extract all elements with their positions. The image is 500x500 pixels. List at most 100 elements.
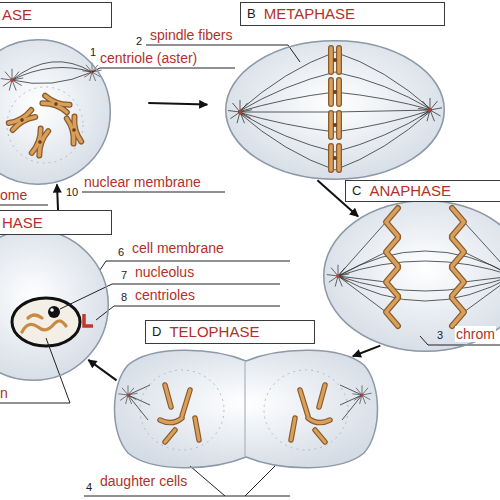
cell-fills — [0, 39, 500, 468]
cell-fill — [323, 200, 500, 352]
stage-name: HASE — [2, 214, 43, 231]
cell-membrane — [0, 230, 108, 381]
label-slot: 2 — [136, 35, 142, 48]
label-slot: 6 — [118, 246, 124, 259]
cell-membrane — [226, 41, 445, 180]
part-label: chrom — [455, 326, 496, 342]
stage-cell: HASE — [0, 229, 109, 381]
leader-line — [84, 466, 290, 496]
nucleus-remnant — [7, 87, 83, 163]
aster — [118, 385, 137, 404]
part-label: nuclear membrane — [84, 174, 201, 190]
chromosome-outline — [331, 48, 339, 170]
chromatin — [22, 315, 66, 332]
callout-number: 1 — [90, 46, 96, 59]
aster — [1, 69, 23, 91]
leader-line — [0, 205, 48, 206]
stage-name: ANAPHASE — [369, 182, 451, 199]
part-label: spindle fibers — [150, 27, 233, 43]
part-label: centriole (aster) — [100, 50, 197, 66]
spindle-fibers — [12, 62, 92, 84]
stage-name: METAPHASE — [264, 5, 355, 22]
centromere — [333, 123, 337, 127]
leader-lines — [0, 45, 500, 496]
cell-membrane-outline — [0, 229, 109, 381]
stage-label-box: D TELOPHASE — [145, 320, 315, 344]
cell-fill — [115, 350, 378, 468]
label-slot: centriole (aster) — [100, 50, 197, 66]
callout-number: 4 — [86, 481, 92, 494]
centromere — [333, 156, 337, 160]
cell-fill — [0, 229, 109, 381]
cell-membrane — [324, 201, 500, 352]
stage-cell: ASE — [0, 39, 111, 185]
part-label: centrioles — [135, 287, 195, 303]
callout-number: 2 — [136, 35, 142, 48]
cell-membrane — [115, 350, 378, 468]
part-label: cell membrane — [132, 240, 224, 256]
label-slot: chrom — [455, 326, 496, 342]
chromosome — [67, 116, 81, 143]
label-slot: nuclear membrane — [84, 174, 201, 190]
aster — [327, 265, 349, 287]
stage-label-box: CANAPHASE — [345, 180, 500, 202]
nucleolus — [48, 306, 60, 318]
callout-number: 8 — [121, 291, 127, 304]
leader-line — [96, 306, 280, 320]
cell-fill — [225, 40, 445, 180]
chromosome — [160, 385, 330, 442]
chromosome — [32, 128, 48, 155]
aster — [228, 100, 252, 123]
label-slot: nucleolus — [135, 264, 194, 280]
part-label: ome — [0, 187, 27, 203]
leader-line — [100, 261, 290, 270]
stage-label-box: B METAPHASE — [240, 2, 445, 26]
stage-arrow — [88, 360, 116, 380]
part-label: daughter cells — [100, 473, 187, 489]
label-slot: 3 — [437, 329, 443, 342]
centrioles — [84, 314, 93, 326]
stage-letter: B — [247, 7, 256, 22]
spindle-fibers — [238, 52, 432, 170]
nucleolus-highlight — [50, 308, 54, 312]
chromosome — [331, 48, 339, 170]
centromere — [333, 90, 337, 94]
label-slot: 4 — [86, 481, 92, 494]
stage-letter: D — [152, 325, 161, 340]
label-slot: cell membrane — [132, 240, 224, 256]
label-slot: 8 — [121, 291, 127, 304]
leader-line — [92, 68, 235, 72]
label-slot: 7 — [121, 269, 127, 282]
cell-membrane — [0, 40, 110, 185]
part-label: nucleolus — [135, 264, 194, 280]
chromosome-outline — [386, 208, 464, 326]
stage-label-box: HASE — [0, 210, 112, 235]
label-slot: centrioles — [135, 287, 195, 303]
cell-membrane-outline — [0, 39, 111, 185]
label-slot: 1 — [90, 46, 96, 59]
cleavage-line — [244, 362, 245, 456]
leader-line — [0, 338, 70, 403]
chromosome-outline — [160, 385, 330, 442]
stage-name: TELOPHASE — [169, 323, 259, 340]
spindle-fibers — [338, 222, 500, 312]
callout-number: 3 — [437, 329, 443, 342]
cell-fill — [0, 39, 111, 185]
cell-membrane-outline — [112, 345, 380, 473]
callout-number: 7 — [121, 269, 127, 282]
label-slot: spindle fibers — [150, 27, 233, 43]
chromosome — [386, 208, 464, 326]
stage-cell: BMETAPHASE — [225, 40, 445, 180]
stage-label-box: ASE — [0, 2, 112, 28]
cell-membrane-outline — [225, 40, 445, 180]
label-slot: 10 — [66, 186, 78, 199]
aster — [352, 385, 371, 404]
chromosome — [9, 110, 36, 130]
spindle-fibers — [128, 385, 362, 420]
chromosome — [42, 96, 69, 112]
